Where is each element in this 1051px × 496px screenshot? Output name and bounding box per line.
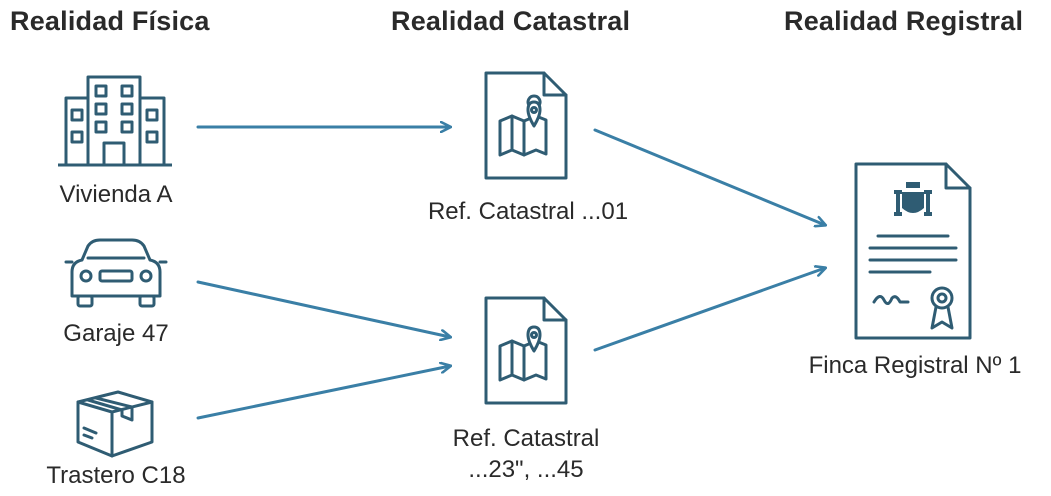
arrow-ref1-to-finca xyxy=(593,128,825,225)
heading-cadastral: Realidad Catastral xyxy=(391,6,631,36)
map-document-icon xyxy=(484,71,568,180)
registry-certificate-icon xyxy=(854,162,972,340)
map-document-icon xyxy=(484,296,568,405)
box-icon xyxy=(76,390,154,458)
arrow-trastero-to-ref2 xyxy=(196,366,450,420)
label-trastero: Trastero C18 xyxy=(46,462,186,489)
label-vivienda: Vivienda A xyxy=(59,181,173,208)
label-ref2-line2: ...23", ...45 xyxy=(468,456,584,483)
label-ref2-line1: Ref. Catastral xyxy=(452,425,600,452)
label-garaje: Garaje 47 xyxy=(63,320,169,347)
heading-physical: Realidad Física xyxy=(10,6,210,36)
building-icon xyxy=(58,75,172,167)
arrow-ref2-to-finca xyxy=(593,268,825,352)
arrows xyxy=(196,127,825,420)
arrow-garaje-to-ref2 xyxy=(196,280,450,337)
heading-registry: Realidad Registral xyxy=(784,6,1024,36)
car-icon xyxy=(64,238,168,308)
label-ref1: Ref. Catastral ...01 xyxy=(427,198,629,225)
label-finca: Finca Registral Nº 1 xyxy=(808,352,1022,379)
